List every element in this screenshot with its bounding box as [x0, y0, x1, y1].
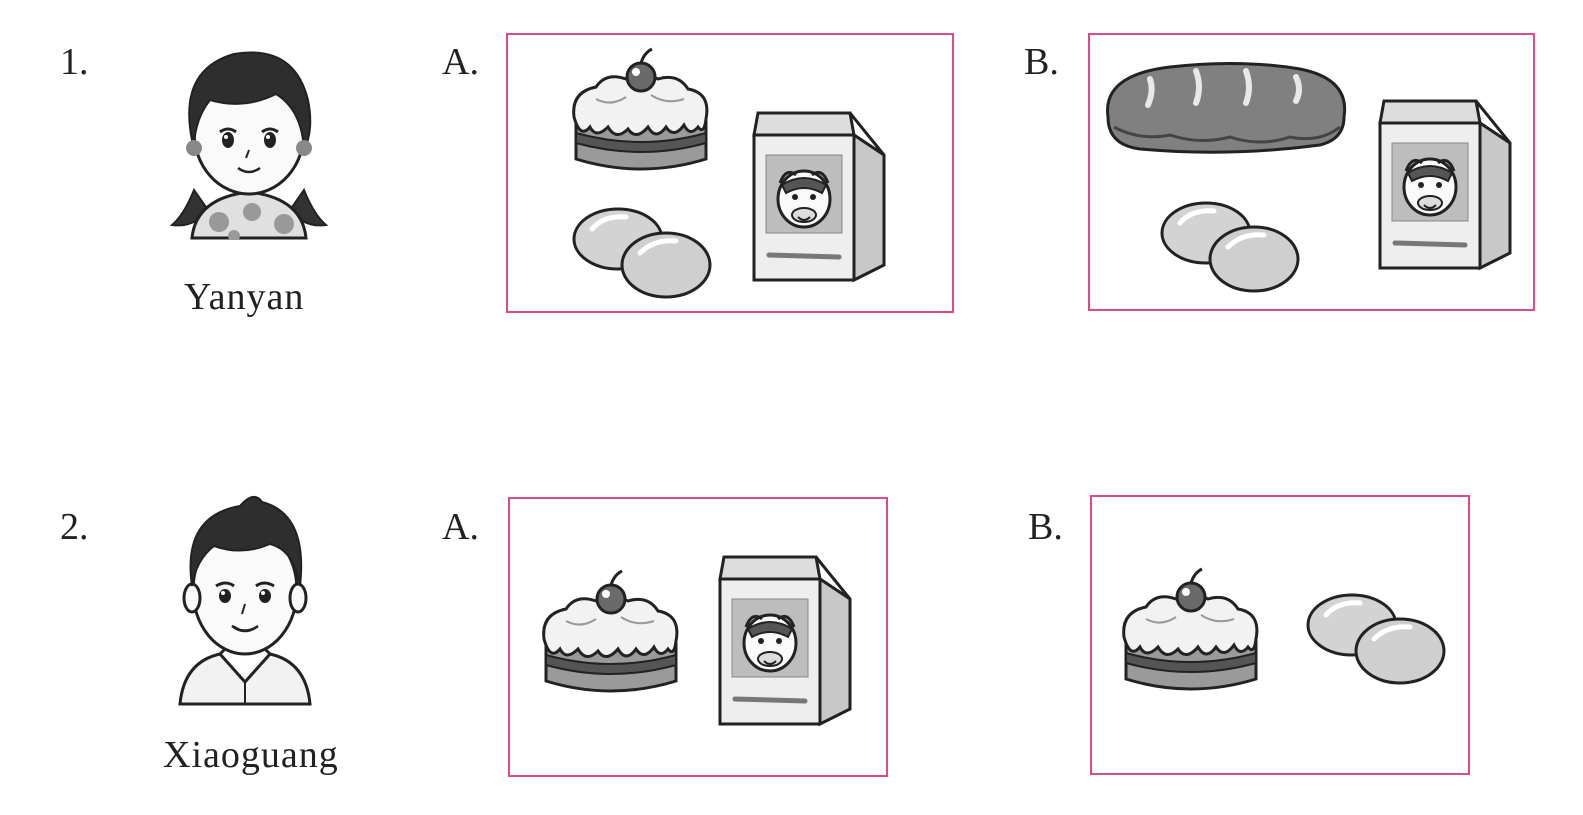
eggs-icon — [570, 201, 720, 301]
milk-carton-icon — [1370, 93, 1520, 273]
eggs-icon — [1158, 195, 1308, 295]
option-label: B. — [1024, 41, 1059, 83]
cake-icon — [566, 47, 716, 177]
option-label: B. — [1028, 506, 1063, 548]
question-number: 1. — [60, 41, 89, 83]
girl-avatar-icon — [164, 40, 334, 240]
eggs-icon — [1304, 587, 1454, 687]
option-label: A. — [442, 41, 479, 83]
option-1a-box[interactable] — [506, 33, 954, 313]
option-1b-box[interactable] — [1088, 33, 1535, 311]
child-name: Yanyan — [184, 276, 305, 318]
cake-icon — [1116, 567, 1266, 697]
question-number: 2. — [60, 506, 89, 548]
cake-icon — [536, 569, 686, 699]
option-label: A. — [442, 506, 479, 548]
boy-avatar-icon — [170, 486, 320, 706]
option-2a-box[interactable] — [508, 497, 888, 777]
child-name: Xiaoguang — [163, 734, 339, 776]
milk-carton-icon — [744, 105, 894, 285]
option-2b-box[interactable] — [1090, 495, 1470, 775]
bread-icon — [1100, 57, 1350, 157]
milk-carton-icon — [710, 549, 860, 729]
